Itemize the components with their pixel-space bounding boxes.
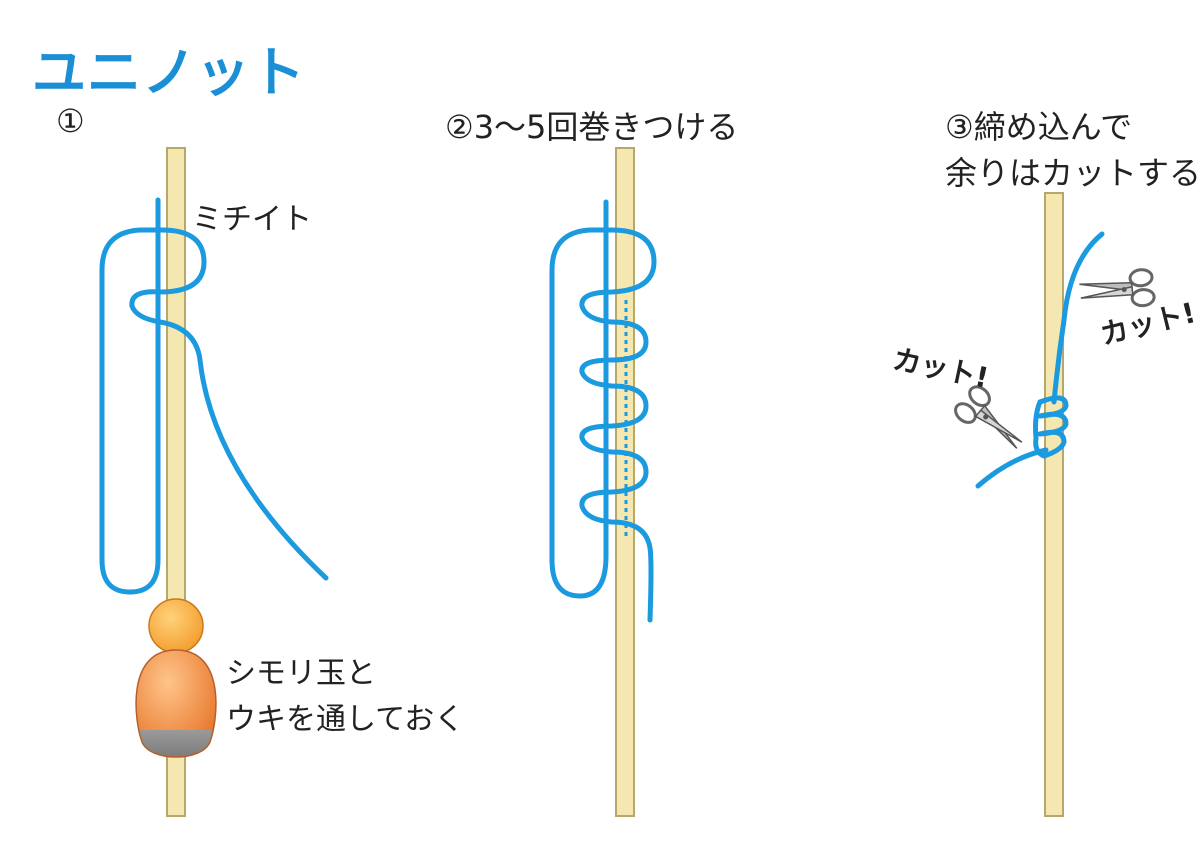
- rod-step3: [1044, 192, 1064, 817]
- step3-label-line2: 余りはカットする: [945, 154, 1200, 192]
- step1-label: ①: [56, 102, 85, 140]
- cut-label-left: カット!: [890, 342, 992, 394]
- bead: [148, 598, 204, 654]
- scissors-icon: [1079, 268, 1156, 308]
- scissors-icon: [954, 385, 1023, 449]
- rod-step2: [615, 147, 635, 817]
- step3-label-line1: ③締め込んで: [945, 108, 1133, 146]
- float-note-line1: シモリ玉と: [226, 656, 376, 691]
- float: [135, 649, 217, 758]
- float-note-line2: ウキを通しておく: [226, 702, 465, 737]
- page-title: ユニノット: [32, 41, 306, 104]
- step2-label: ②3〜5回巻きつける: [445, 108, 739, 146]
- line-step2: [549, 199, 657, 623]
- line-step1: [99, 197, 329, 595]
- line-label: ミチイト: [192, 202, 312, 237]
- line-step3: [975, 231, 1105, 489]
